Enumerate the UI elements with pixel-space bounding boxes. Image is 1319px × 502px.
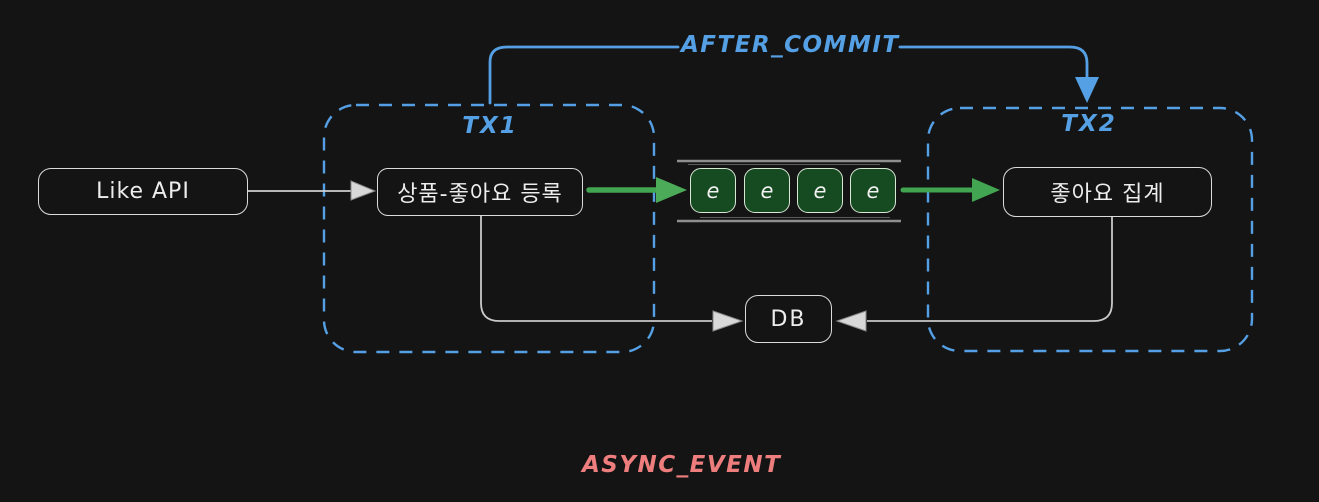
after-commit-label[interactable]: AFTER_COMMIT — [681, 32, 900, 58]
db-node[interactable]: DB — [745, 295, 832, 343]
queue-event-1[interactable]: e — [690, 168, 736, 213]
queue-event-1-label: e — [706, 178, 720, 203]
aggregate-likes-node[interactable]: 좋아요 집계 — [1003, 167, 1212, 217]
aggregate-likes-label: 좋아요 집계 — [1050, 182, 1165, 207]
after-commit-line-right[interactable] — [898, 45, 1089, 81]
queue-event-3[interactable]: e — [797, 168, 843, 213]
register-to-queue-arrowhead[interactable] — [656, 177, 687, 203]
db-label: DB — [770, 306, 807, 332]
queue-event-3-label: e — [813, 178, 827, 203]
async-event-label[interactable]: ASYNC_EVENT — [582, 452, 782, 478]
like-api-label: Like API — [96, 179, 190, 204]
queue-to-aggregate-arrowhead[interactable] — [972, 178, 1000, 202]
tx2-container-border[interactable] — [926, 106, 1254, 353]
tx1-label[interactable]: TX1 — [462, 113, 518, 139]
queue-event-2[interactable]: e — [744, 168, 790, 213]
queue-event-4[interactable]: e — [850, 168, 896, 213]
register-like-node[interactable]: 상품-좋아요 등록 — [377, 168, 583, 216]
tx2-label[interactable]: TX2 — [1061, 111, 1117, 137]
like-api-to-register-arrowhead[interactable] — [350, 180, 377, 201]
after-commit-line-left[interactable] — [488, 45, 680, 105]
queue-event-4-label: e — [866, 178, 880, 203]
register-like-label: 상품-좋아요 등록 — [397, 182, 563, 207]
after-commit-arrowhead[interactable] — [1075, 77, 1099, 103]
queue-event-2-label: e — [760, 178, 774, 203]
register-to-db-line[interactable] — [480, 216, 712, 322]
like-api-node[interactable]: Like API — [38, 168, 248, 215]
register-to-db-arrowhead[interactable] — [712, 310, 744, 332]
tx1-container-border[interactable] — [322, 103, 656, 354]
aggregate-to-db-line[interactable] — [867, 217, 1113, 322]
aggregate-to-db-arrowhead[interactable] — [835, 310, 867, 332]
